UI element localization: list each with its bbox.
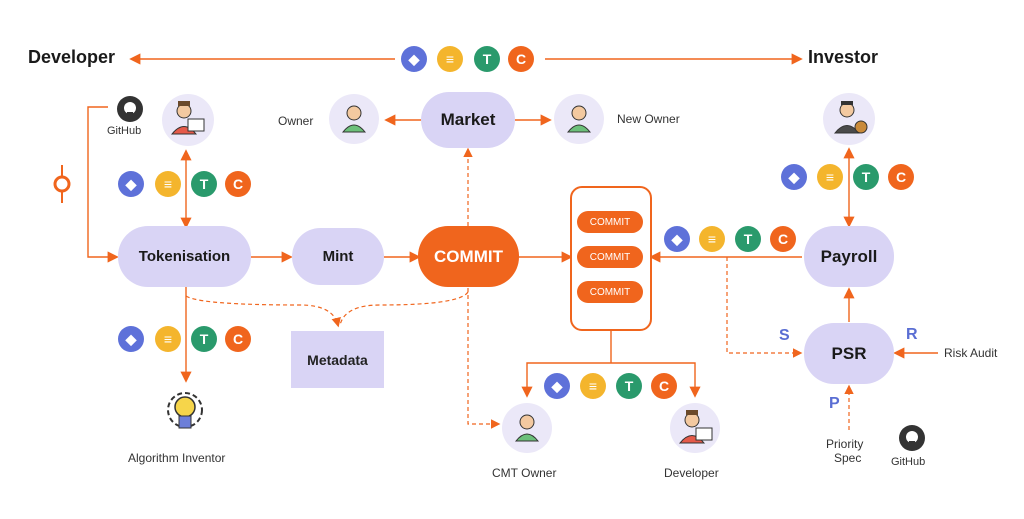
dai-coin-icon: ≡ xyxy=(817,164,843,190)
mint-node: Mint xyxy=(292,228,384,285)
commit-item-2: COMMIT xyxy=(577,246,643,268)
r-label: R xyxy=(906,326,918,343)
usdt-coin-icon: T xyxy=(191,171,217,197)
c-coin-icon: C xyxy=(225,171,251,197)
new-owner-label: New Owner xyxy=(617,112,680,126)
cmt-owner-avatar-icon xyxy=(502,403,552,453)
new-owner-avatar-icon xyxy=(554,94,604,144)
commit-node: COMMIT xyxy=(418,226,519,287)
payroll-node: Payroll xyxy=(804,226,894,287)
c-coin-icon: C xyxy=(225,326,251,352)
eth-coin-icon: ◆ xyxy=(118,171,144,197)
priority-spec-label-2: Spec xyxy=(834,451,862,465)
commit-item-3: COMMIT xyxy=(577,281,643,303)
priority-spec-label-1: Priority xyxy=(826,437,864,451)
usdt-coin-icon: T xyxy=(616,373,642,399)
cmt-owner-label: CMT Owner xyxy=(492,466,557,480)
dai-coin-icon: ≡ xyxy=(437,46,463,72)
eth-coin-icon: ◆ xyxy=(781,164,807,190)
c-coin-icon: C xyxy=(651,373,677,399)
tokenisation-node: Tokenisation xyxy=(118,226,251,287)
usdt-coin-icon: T xyxy=(474,46,500,72)
c-coin-icon: C xyxy=(508,46,534,72)
eth-coin-icon: ◆ xyxy=(544,373,570,399)
risk-audit-label: Risk Audit xyxy=(944,346,998,360)
lightbulb-gear-icon xyxy=(160,388,210,438)
p-label: P xyxy=(829,395,840,412)
dai-coin-icon: ≡ xyxy=(699,226,725,252)
market-node: Market xyxy=(421,92,515,148)
metadata-node: Metadata xyxy=(291,331,384,388)
algorithm-inventor-label: Algorithm Inventor xyxy=(128,451,226,465)
owner-label: Owner xyxy=(278,114,314,128)
s-label: S xyxy=(779,327,790,344)
owner-avatar-icon xyxy=(329,94,379,144)
investor-label: Investor xyxy=(808,47,879,67)
dai-coin-icon: ≡ xyxy=(155,171,181,197)
investor-avatar-icon xyxy=(823,93,875,145)
developer-bottom-avatar-icon xyxy=(670,403,720,453)
usdt-coin-icon: T xyxy=(853,164,879,190)
dai-coin-icon: ≡ xyxy=(155,326,181,352)
github-left-icon xyxy=(116,95,144,123)
commit-item-1: COMMIT xyxy=(577,211,643,233)
developer-avatar-icon xyxy=(162,94,214,146)
c-coin-icon: C xyxy=(770,226,796,252)
developer-label: Developer xyxy=(28,47,116,67)
dai-coin-icon: ≡ xyxy=(580,373,606,399)
psr-node: PSR xyxy=(804,323,894,384)
eth-coin-icon: ◆ xyxy=(118,326,144,352)
eth-coin-icon: ◆ xyxy=(401,46,427,72)
developer-bottom-label: Developer xyxy=(664,466,719,480)
c-coin-icon: C xyxy=(888,164,914,190)
usdt-coin-icon: T xyxy=(191,326,217,352)
eth-coin-icon: ◆ xyxy=(664,226,690,252)
github-right-icon xyxy=(898,424,926,452)
github-right-label: GitHub xyxy=(891,456,926,468)
github-left-label: GitHub xyxy=(107,125,142,137)
usdt-coin-icon: T xyxy=(735,226,761,252)
